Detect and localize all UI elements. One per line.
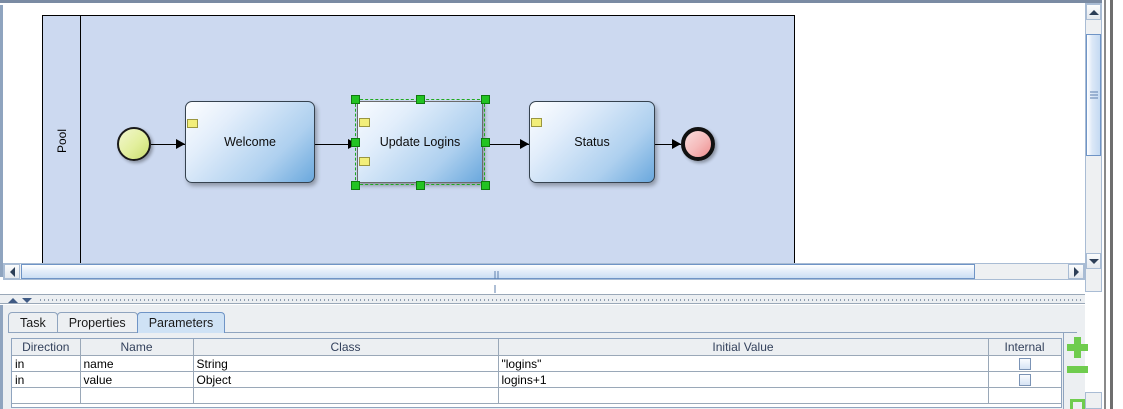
- horizontal-scroll-thumb[interactable]: [21, 264, 975, 293]
- task-status-label: Status: [574, 135, 610, 149]
- panel-top-border: [0, 0, 1123, 3]
- tab-bar-underline: [8, 332, 1077, 333]
- bracket-icon[interactable]: [1070, 399, 1085, 409]
- triangle-right-icon: [1073, 266, 1079, 277]
- table-row[interactable]: in value Object logins+1: [12, 371, 1061, 388]
- cell-class[interactable]: String: [193, 355, 499, 372]
- task-update-logins[interactable]: Update Logins: [357, 101, 483, 183]
- tab-parameters[interactable]: Parameters: [136, 312, 226, 333]
- empty-cell: [193, 387, 499, 404]
- resize-handle-w[interactable]: [351, 138, 360, 147]
- tab-task[interactable]: Task: [8, 312, 58, 333]
- cell-internal[interactable]: [988, 371, 1061, 388]
- tab-task-label: Task: [20, 316, 46, 330]
- vertical-scroll-thumb[interactable]: [1086, 34, 1101, 156]
- empty-cell: [80, 387, 194, 404]
- grip-icon: [494, 268, 502, 293]
- tab-parameters-label: Parameters: [148, 316, 214, 330]
- table-header-row: Direction Name Class Initial Value Inter…: [12, 339, 1061, 356]
- sequence-flow-start-welcome[interactable]: [151, 144, 185, 145]
- cell-direction[interactable]: in: [12, 355, 81, 372]
- cell-internal[interactable]: [988, 355, 1061, 372]
- resize-handle-s[interactable]: [416, 181, 425, 190]
- grip-icon: [1090, 91, 1098, 99]
- end-event[interactable]: [681, 127, 715, 161]
- task-update-marker-icon-top: [359, 118, 370, 127]
- arrowhead-status-end: [672, 139, 681, 149]
- sequence-flow-welcome-update[interactable]: [315, 144, 357, 145]
- cell-initial-value[interactable]: logins+1: [498, 371, 989, 388]
- scroll-right-button[interactable]: [1068, 264, 1084, 279]
- edge-line-outer: [1104, 0, 1106, 409]
- triangle-up-icon: [1088, 9, 1099, 15]
- scroll-left-button[interactable]: [4, 264, 20, 279]
- empty-cell: [12, 387, 81, 404]
- diagram-canvas-panel: Pool Welcome Update Logins: [0, 0, 1123, 294]
- minus-icon[interactable]: [1067, 366, 1088, 373]
- canvas-vertical-scrollbar[interactable]: [1085, 3, 1102, 292]
- empty-cell: [498, 387, 989, 404]
- panel-top-border-inner: [0, 3, 1123, 5]
- collapse-up-icon[interactable]: [8, 298, 18, 303]
- task-welcome-marker-icon: [187, 119, 198, 128]
- resize-handle-se[interactable]: [481, 181, 490, 190]
- table-row[interactable]: in name String "logins": [12, 355, 1061, 372]
- plus-icon[interactable]: [1067, 337, 1088, 358]
- parameters-table-container[interactable]: Direction Name Class Initial Value Inter…: [11, 338, 1062, 408]
- resize-handle-ne[interactable]: [481, 95, 490, 104]
- cell-class[interactable]: Object: [193, 371, 499, 388]
- split-pane-divider[interactable]: [0, 294, 1085, 304]
- tab-properties-label: Properties: [68, 316, 126, 330]
- tab-properties[interactable]: Properties: [56, 312, 138, 333]
- column-header-name[interactable]: Name: [80, 339, 194, 356]
- cell-name[interactable]: value: [80, 371, 194, 388]
- parameters-table: Direction Name Class Initial Value Inter…: [12, 339, 1061, 404]
- window-right-edge: [1102, 0, 1123, 409]
- panel-left-border: [0, 5, 3, 277]
- table-empty-row: [12, 387, 1061, 404]
- collapse-down-icon[interactable]: [22, 298, 32, 303]
- task-status-marker-icon: [531, 118, 542, 127]
- cell-direction[interactable]: in: [12, 371, 81, 388]
- task-status[interactable]: Status: [529, 101, 655, 183]
- diagram-canvas[interactable]: Pool Welcome Update Logins: [3, 5, 1085, 277]
- task-update-marker-icon-bottom: [359, 157, 370, 166]
- resize-handle-nw[interactable]: [351, 95, 360, 104]
- task-update-logins-label: Update Logins: [379, 135, 461, 149]
- scroll-down-button[interactable]: [1086, 253, 1101, 269]
- divider-grip: [40, 299, 1081, 301]
- parameter-action-buttons: [1063, 333, 1088, 409]
- column-header-direction[interactable]: Direction: [12, 339, 81, 356]
- cell-initial-value[interactable]: "logins": [498, 355, 989, 372]
- scrollbar-corner: [1085, 392, 1102, 409]
- pool-label: Pool: [54, 128, 69, 153]
- arrowhead-update-status: [520, 139, 529, 149]
- properties-panel-left-border: [0, 305, 3, 409]
- triangle-left-icon: [9, 266, 15, 277]
- properties-panel: Task Properties Parameters: [0, 305, 1088, 409]
- cell-name[interactable]: name: [80, 355, 194, 372]
- internal-checkbox[interactable]: [1018, 358, 1031, 371]
- pool-header: Pool: [43, 16, 81, 265]
- internal-checkbox[interactable]: [1018, 374, 1031, 387]
- sequence-flow-update-status[interactable]: [483, 144, 529, 145]
- canvas-horizontal-scrollbar[interactable]: [3, 263, 1085, 293]
- column-header-initial-value[interactable]: Initial Value: [498, 339, 989, 356]
- column-header-internal[interactable]: Internal: [988, 339, 1061, 356]
- scroll-up-button[interactable]: [1086, 4, 1101, 20]
- resize-handle-n[interactable]: [416, 95, 425, 104]
- edge-line-inner: [1110, 0, 1113, 409]
- column-header-class[interactable]: Class: [193, 339, 499, 356]
- resize-handle-sw[interactable]: [351, 181, 360, 190]
- task-welcome-label: Welcome: [224, 135, 276, 149]
- resize-handle-e[interactable]: [481, 138, 490, 147]
- start-event[interactable]: [117, 127, 151, 161]
- task-welcome[interactable]: Welcome: [185, 101, 315, 183]
- sequence-flow-status-end[interactable]: [655, 144, 681, 145]
- properties-tab-bar: Task Properties Parameters: [8, 311, 226, 333]
- empty-cell: [988, 387, 1061, 404]
- triangle-down-icon: [1088, 258, 1099, 264]
- arrowhead-start-welcome: [176, 139, 185, 149]
